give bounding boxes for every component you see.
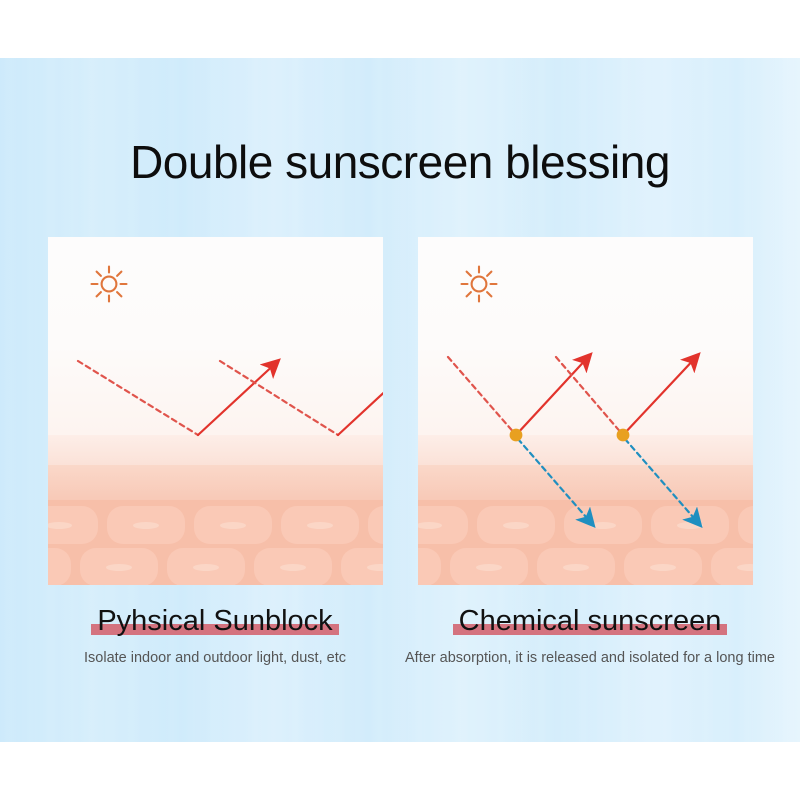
caption-subtitle: After absorption, it is released and iso… — [405, 650, 775, 666]
ray-diagram-reflection — [76, 358, 383, 437]
incoming-ray-dashed — [554, 355, 625, 437]
skin-cell — [537, 548, 615, 585]
released-ray-solid — [621, 352, 701, 437]
caption-underline-bar — [452, 624, 728, 635]
caption-chemical: Chemical sunscreen After absorption, it … — [400, 604, 780, 667]
skin-cell — [341, 548, 383, 585]
caption-physical: Pyhsical Sunblock Isolate indoor and out… — [25, 604, 405, 667]
reflected-ray-solid — [196, 358, 281, 437]
released-ray-solid — [514, 352, 593, 437]
skin-cell — [80, 548, 158, 585]
incoming-ray-dashed — [76, 359, 200, 437]
skin-layer-deep-right — [418, 500, 753, 585]
skin-cell — [194, 506, 272, 544]
caption-title: Chemical sunscreen — [458, 605, 722, 637]
incoming-ray-dashed — [446, 355, 518, 437]
caption-subtitle: Isolate indoor and outdoor light, dust, … — [84, 650, 346, 666]
panel-physical-sunblock — [48, 237, 383, 585]
absorption-node — [616, 428, 630, 442]
skin-cell — [418, 548, 441, 585]
skin-cell — [167, 548, 245, 585]
skin-cell — [48, 506, 98, 544]
skin-layer-surface-right — [418, 435, 753, 465]
skin-cell-row — [48, 548, 383, 585]
skin-cell — [254, 548, 332, 585]
skin-cell — [711, 548, 753, 585]
skin-cell — [418, 506, 468, 544]
air-region-right — [418, 237, 753, 435]
skin-layer-mid-left — [48, 465, 383, 500]
ray-diagram-absorption — [446, 352, 703, 528]
absorbed-ray-dashed — [516, 437, 596, 528]
skin-cell — [107, 506, 185, 544]
incoming-ray-dashed — [218, 359, 340, 437]
skin-layer-mid-right — [418, 465, 753, 500]
skin-cell-row — [48, 506, 383, 544]
caption-title: Pyhsical Sunblock — [97, 605, 333, 637]
air-region-left — [48, 237, 383, 435]
absorbed-ray-dashed — [623, 437, 703, 528]
absorption-node — [509, 428, 523, 442]
sun-icon — [90, 265, 128, 303]
sun-icon — [460, 265, 498, 303]
skin-cell — [48, 548, 71, 585]
caption-underline-bar — [91, 624, 339, 635]
skin-layer-deep-left — [48, 500, 383, 585]
skin-cell — [450, 548, 528, 585]
panel-chemical-sunscreen — [418, 237, 753, 585]
skin-cell — [738, 506, 753, 544]
page-title: Double sunscreen blessing — [130, 136, 670, 188]
skin-cell — [281, 506, 359, 544]
skin-cell — [368, 506, 383, 544]
skin-cell — [624, 548, 702, 585]
skin-layer-surface-left — [48, 435, 383, 465]
skin-cell — [477, 506, 555, 544]
reflected-ray-solid — [336, 391, 383, 437]
caption-title-wrap: Chemical sunscreen — [452, 604, 728, 638]
skin-cell-row — [418, 548, 753, 585]
caption-title-wrap: Pyhsical Sunblock — [91, 604, 339, 638]
